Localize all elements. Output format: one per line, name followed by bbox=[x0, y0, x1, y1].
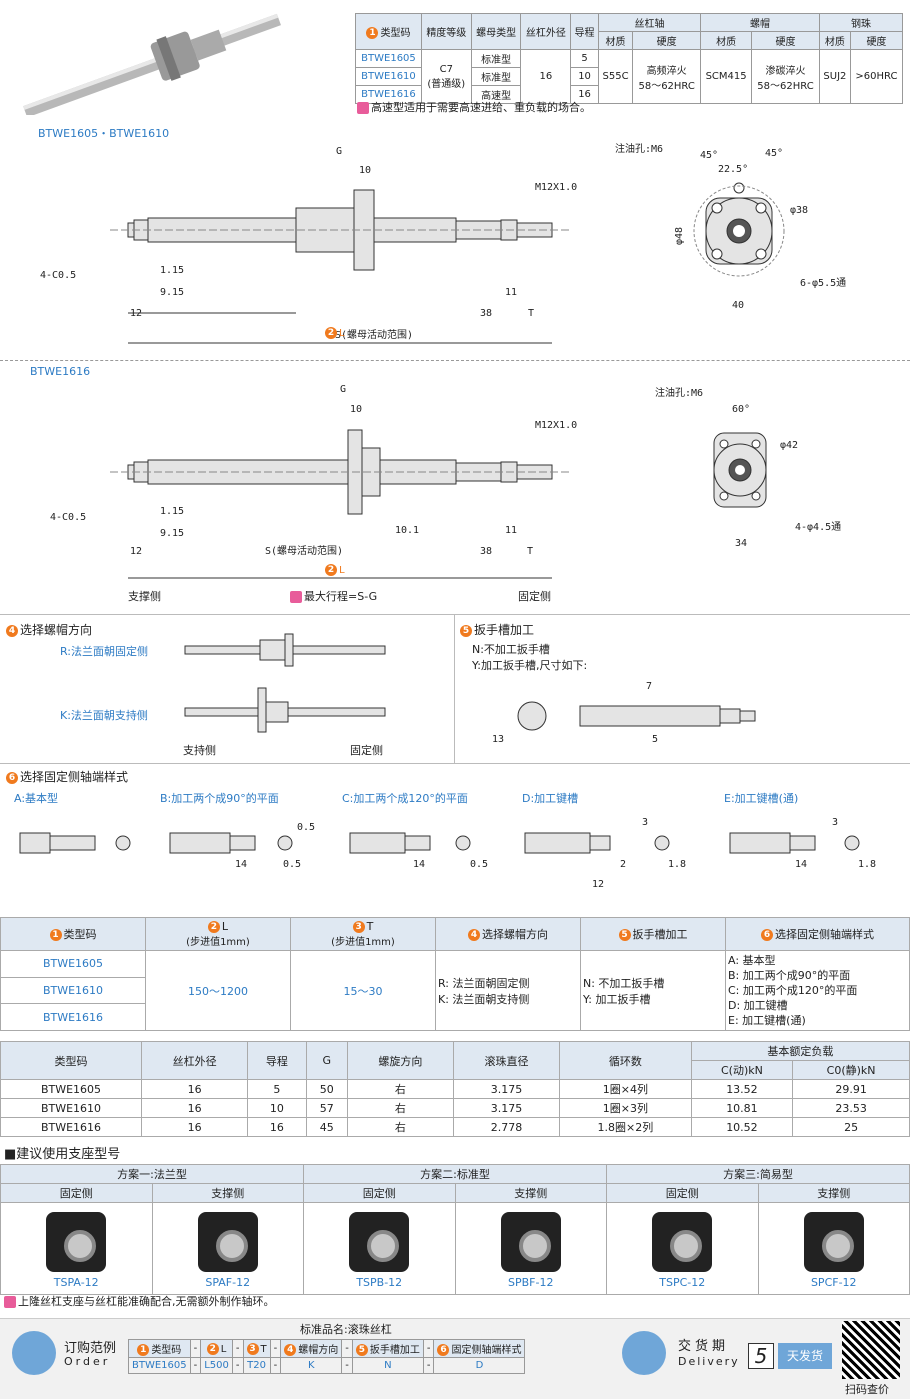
svg-text:38: 38 bbox=[480, 308, 492, 319]
svg-text:13: 13 bbox=[492, 734, 504, 745]
shaft-end-diagrams: 0.5 14 0.5 14 0.5 2 12 1.8 3 14 1.8 3 bbox=[19, 817, 876, 890]
svg-text:5: 5 bbox=[652, 734, 658, 745]
type-link[interactable]: BTWE1610 bbox=[355, 67, 422, 86]
drawing2: G 10 4-C0.5 1.15 9.15 12 S(螺母活动范围) 38 T … bbox=[50, 384, 841, 579]
svg-text:4-φ4.5通: 4-φ4.5通 bbox=[795, 521, 841, 533]
spec-note: 高速型适用于需要高速进给、重负载的场合。 bbox=[357, 99, 591, 115]
support-section-title: ■建议使用支座型号 bbox=[4, 1147, 121, 1162]
holder-image bbox=[500, 1212, 561, 1272]
svg-text:11: 11 bbox=[505, 525, 517, 536]
svg-text:40: 40 bbox=[732, 300, 744, 311]
svg-text:14: 14 bbox=[413, 859, 425, 870]
svg-text:12: 12 bbox=[592, 879, 604, 890]
svg-text:T: T bbox=[527, 546, 533, 557]
svg-text:T: T bbox=[528, 308, 534, 319]
th-ball: 钢珠 bbox=[818, 13, 904, 32]
svg-text:S(螺母活动范围): S(螺母活动范围) bbox=[335, 328, 413, 341]
svg-text:1.15: 1.15 bbox=[160, 506, 184, 517]
nut-direction-diagram bbox=[184, 633, 386, 733]
svg-text:0.5: 0.5 bbox=[283, 859, 301, 870]
svg-text:M12X1.0: M12X1.0 bbox=[535, 182, 577, 193]
th-nut-type: 螺母类型 bbox=[470, 13, 522, 50]
dir-k: K:法兰面朝支持侧 bbox=[60, 709, 148, 722]
svg-text:1.8: 1.8 bbox=[858, 859, 876, 870]
svg-text:1.8: 1.8 bbox=[668, 859, 686, 870]
svg-text:45°: 45° bbox=[765, 148, 783, 159]
th-precision: 精度等级 bbox=[420, 13, 472, 50]
svg-text:14: 14 bbox=[795, 859, 807, 870]
support-note: 上隆丝杠支座与丝杠能准确配合,无需额外制作轴环。 bbox=[4, 1293, 275, 1309]
svg-text:10: 10 bbox=[359, 165, 371, 176]
svg-text:0.5: 0.5 bbox=[297, 822, 315, 833]
holder-image bbox=[652, 1212, 713, 1272]
svg-text:M12X1.0: M12X1.0 bbox=[535, 420, 577, 431]
product-image bbox=[5, 5, 295, 118]
svg-text:14: 14 bbox=[235, 859, 247, 870]
svg-text:G: G bbox=[336, 146, 342, 157]
holder-image bbox=[803, 1212, 864, 1272]
svg-text:12: 12 bbox=[130, 546, 142, 557]
svg-text:60°: 60° bbox=[732, 404, 750, 415]
svg-text:3: 3 bbox=[832, 817, 838, 828]
svg-text:2: 2 bbox=[620, 859, 626, 870]
svg-text:7: 7 bbox=[646, 681, 652, 692]
delivery-box-icon bbox=[622, 1331, 666, 1375]
holder-image bbox=[46, 1212, 107, 1272]
svg-text:G: G bbox=[340, 384, 346, 395]
type-link[interactable]: BTWE1605 bbox=[355, 49, 422, 68]
holder-image bbox=[197, 1212, 258, 1272]
svg-text:φ42: φ42 bbox=[780, 440, 798, 451]
drawing1-title: BTWE1605・BTWE1610 bbox=[38, 127, 170, 140]
svg-text:10: 10 bbox=[350, 404, 362, 415]
support-side-label: 支撑侧 bbox=[128, 590, 161, 603]
svg-text:4-C0.5: 4-C0.5 bbox=[40, 270, 76, 281]
svg-text:38: 38 bbox=[480, 546, 492, 557]
holder-image bbox=[349, 1212, 410, 1272]
svg-text:9.15: 9.15 bbox=[160, 528, 184, 539]
svg-text:4-C0.5: 4-C0.5 bbox=[50, 512, 86, 523]
svg-text:φ38: φ38 bbox=[790, 205, 808, 216]
cart-icon bbox=[12, 1331, 56, 1375]
svg-text:S(螺母活动范围): S(螺母活动范围) bbox=[265, 544, 343, 557]
svg-text:1.15: 1.15 bbox=[160, 265, 184, 276]
th-outer: 丝杠外径 bbox=[520, 13, 572, 50]
wrench-slot-diagram: 7 5 13 bbox=[492, 681, 756, 745]
fixed-side-label: 固定侧 bbox=[518, 590, 551, 603]
svg-text:φ48: φ48 bbox=[674, 227, 685, 245]
svg-text:22.5°: 22.5° bbox=[718, 164, 748, 175]
drawing2-title: BTWE1616 bbox=[30, 365, 91, 378]
th-shaft: 丝杠轴 bbox=[597, 13, 702, 32]
svg-text:注油孔:M6: 注油孔:M6 bbox=[655, 386, 703, 399]
svg-text:注油孔:M6: 注油孔:M6 bbox=[615, 142, 663, 155]
drawing1: S(螺母活动范围) G 10 4-C0.5 1.15 9.15 12 38 T … bbox=[40, 142, 846, 344]
svg-text:12: 12 bbox=[130, 308, 142, 319]
max-stroke-note: 最大行程=S-G bbox=[290, 588, 377, 604]
th-nut: 螺帽 bbox=[700, 13, 820, 32]
svg-text:10.1: 10.1 bbox=[395, 525, 419, 536]
svg-text:34: 34 bbox=[735, 538, 747, 549]
type-link[interactable]: BTWE1616 bbox=[355, 85, 422, 104]
dir-r: R:法兰面朝固定侧 bbox=[60, 645, 149, 658]
svg-text:45°: 45° bbox=[700, 150, 718, 161]
th-lead: 导程 bbox=[570, 13, 599, 50]
svg-text:6-φ5.5通: 6-φ5.5通 bbox=[800, 277, 846, 289]
svg-text:9.15: 9.15 bbox=[160, 287, 184, 298]
qr-code-icon[interactable] bbox=[842, 1321, 900, 1379]
support-table: 方案一:法兰型方案二:标准型方案三:简易型 固定侧支撑侧固定侧支撑侧固定侧支撑侧… bbox=[0, 1164, 910, 1295]
svg-text:0.5: 0.5 bbox=[470, 859, 488, 870]
svg-text:3: 3 bbox=[642, 817, 648, 828]
svg-text:11: 11 bbox=[505, 287, 517, 298]
